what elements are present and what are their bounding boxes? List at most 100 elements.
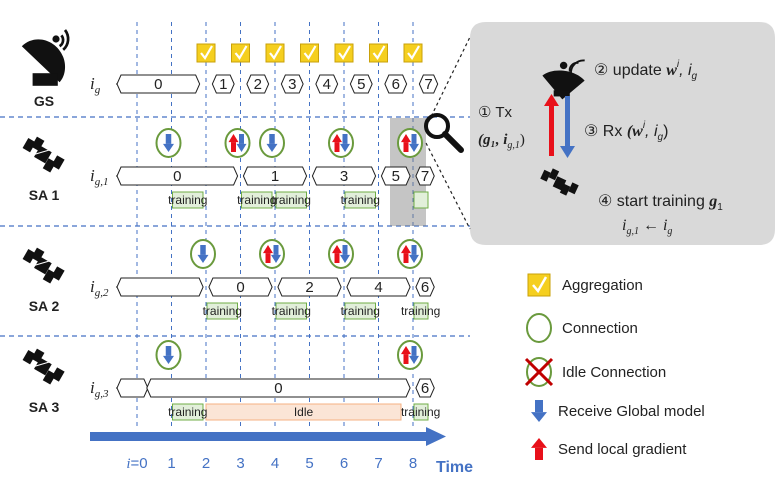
index-value: 5	[357, 76, 365, 93]
idle-connection-icon	[524, 357, 554, 387]
ground-station-icon	[542, 59, 585, 100]
training-label: training	[401, 304, 440, 318]
time-tick-label: 5	[305, 455, 313, 472]
index-value: 3	[288, 76, 296, 93]
index-value: 2	[305, 279, 313, 296]
index-segment: 6	[415, 378, 435, 398]
index-segment	[116, 277, 204, 297]
index-value: 6	[392, 76, 400, 93]
index-value: 0	[173, 168, 181, 185]
index-value: 1	[271, 168, 279, 185]
time-tick-label: 1	[167, 455, 175, 472]
index-segment: 5	[380, 166, 411, 186]
connection-marker	[397, 340, 423, 370]
assign-label: ig,1 ← ig	[622, 217, 672, 237]
step3-label: ③ Rx (wi, ig)	[584, 120, 668, 143]
row-variable: ig	[90, 74, 101, 96]
training-box: training	[341, 302, 380, 320]
index-segment: 4	[346, 277, 411, 297]
index-segment: 3	[280, 74, 304, 94]
training-box	[413, 191, 429, 209]
send-arrow-icon	[401, 245, 411, 263]
row-variable: ig,2	[90, 277, 109, 299]
connection-icon	[526, 313, 552, 343]
index-segment: 1	[242, 166, 308, 186]
connection-marker	[155, 340, 182, 370]
send-arrow-icon	[332, 245, 342, 263]
receive-arrow-icon	[197, 245, 209, 263]
legend-item: Idle Connection	[524, 357, 666, 387]
aggregation-icon	[231, 43, 250, 63]
legend-item: Aggregation	[527, 273, 643, 297]
index-segment: 2	[277, 277, 342, 297]
legend-label: Connection	[562, 320, 638, 337]
training-box: training	[401, 403, 440, 421]
index-segment: 5	[349, 74, 373, 94]
callout-panel: ① Tx (g₁, ig,1) ② update wi, ig ③ Rx (wi…	[390, 22, 775, 245]
connection-marker	[224, 128, 251, 158]
training-box: training	[401, 302, 440, 320]
index-segment: 7	[418, 74, 439, 94]
send-arrow-icon	[228, 134, 239, 152]
receive-arrow-icon	[163, 346, 174, 364]
aggregation-icon	[196, 43, 216, 63]
time-tick-label: i=0	[126, 455, 147, 472]
row-name: SA 3	[29, 399, 60, 415]
aggregation-icon	[300, 43, 319, 63]
aggregation-icon	[334, 43, 354, 63]
index-value: 4	[323, 76, 331, 93]
time-tick-label: 3	[236, 455, 244, 472]
step2-label: ② update wi, ig	[594, 59, 698, 82]
index-segment: 0	[146, 378, 411, 398]
send-arrow-icon	[531, 438, 547, 460]
index-segment: 0	[116, 74, 201, 94]
step1-label: ① Tx	[478, 104, 513, 121]
legend-item: Connection	[526, 313, 638, 343]
training-label: training	[168, 193, 207, 207]
index-segment: 7	[415, 166, 435, 186]
index-value: 0	[154, 76, 162, 93]
index-value: 4	[374, 279, 382, 296]
index-value: 6	[421, 279, 429, 296]
connection-marker	[397, 239, 423, 269]
index-value: 5	[392, 168, 400, 185]
index-segment	[116, 378, 149, 398]
receive-arrow-icon	[409, 134, 419, 152]
training-box: training	[272, 191, 311, 209]
training-label: training	[203, 304, 242, 318]
index-segment: 6	[384, 74, 408, 94]
legend-label: Send local gradient	[558, 441, 687, 458]
send-arrow-icon	[263, 245, 273, 263]
connection-marker	[328, 239, 354, 269]
aggregation-icon	[369, 43, 388, 63]
training-label: training	[272, 193, 311, 207]
send-arrow-icon	[401, 346, 411, 364]
time-tick-label: 8	[409, 455, 417, 472]
training-label: training	[237, 193, 276, 207]
satellite-icon	[22, 348, 65, 385]
index-value: 3	[340, 168, 348, 185]
time-tick-label: 2	[202, 455, 210, 472]
receive-arrow-icon	[271, 245, 281, 263]
idle-box: Idle	[205, 403, 402, 421]
training-label: training	[341, 304, 380, 318]
send-arrow-icon	[544, 94, 559, 156]
index-segment: 4	[315, 74, 339, 94]
aggregation-icon	[403, 43, 423, 63]
row-variable: ig,1	[90, 166, 108, 188]
index-segment: 0	[208, 277, 273, 297]
receive-arrow-icon	[340, 245, 350, 263]
index-value: 2	[254, 76, 262, 93]
time-tick-label: 4	[271, 455, 279, 472]
legend-item: Send local gradient	[531, 438, 687, 460]
row-variable: ig,3	[90, 378, 109, 400]
time-axis-label: Time	[436, 459, 473, 476]
training-box: training	[272, 302, 311, 320]
time-tick-label: 6	[340, 455, 348, 472]
index-value: 1	[219, 76, 227, 93]
